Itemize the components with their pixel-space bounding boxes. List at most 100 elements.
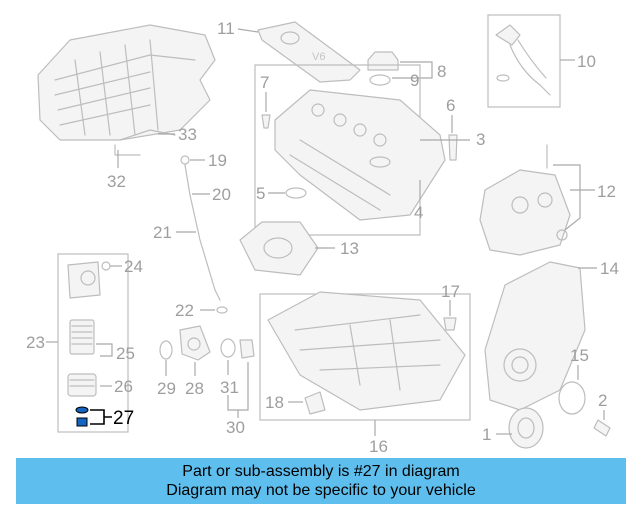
callout-label: 29: [157, 379, 176, 398]
callout-11[interactable]: 11: [217, 19, 235, 38]
crank-bolt-illustration: [593, 419, 611, 437]
callout-15[interactable]: 15: [570, 346, 589, 365]
crank-pulley-illustration: [508, 407, 544, 449]
oil-cooler-adapter-illustration: [179, 325, 211, 361]
oil-filler-cap-illustration: [367, 51, 399, 86]
callout-12[interactable]: 12: [597, 182, 616, 201]
drain-plug-illustration: [443, 317, 457, 331]
callout-label: 3: [476, 130, 485, 149]
info-banner: Part or sub-assembly is #27 in diagram D…: [16, 458, 626, 504]
filter-housing-illustration: [67, 261, 101, 299]
callout-label: 8: [437, 62, 446, 81]
callout-label: 18: [265, 393, 284, 412]
callout-label: 23: [26, 333, 45, 352]
callout-label: 31: [220, 378, 239, 397]
valve-cover-group-frame: [254, 64, 421, 236]
callout-label: 6: [446, 96, 455, 115]
callout-label: 25: [116, 344, 135, 363]
callout-label: 30: [226, 418, 245, 437]
filter-element-illustration: [69, 319, 95, 355]
callout-20[interactable]: 20: [212, 185, 231, 204]
banner-line-2: Diagram may not be specific to your vehi…: [166, 482, 476, 499]
callout-5[interactable]: 5: [256, 184, 265, 203]
callout-3[interactable]: 3: [476, 130, 485, 149]
callout-label: 32: [107, 172, 126, 191]
pcv-group-frame: [487, 14, 561, 108]
union-bolt-illustration: [239, 339, 255, 359]
svg-text:V6: V6: [312, 51, 325, 63]
lower-timing-cover-illustration: [484, 261, 586, 411]
seal-illustration: [285, 187, 307, 199]
callout-label: 17: [441, 282, 460, 301]
callout-label: 7: [260, 73, 269, 92]
callout-16[interactable]: 16: [369, 437, 388, 456]
callout-6[interactable]: 6: [446, 96, 455, 115]
callout-18[interactable]: 18: [265, 393, 284, 412]
upper-timing-cover-illustration: [479, 144, 571, 256]
callout-label: 9: [410, 71, 419, 90]
callout-30[interactable]: 30: [226, 418, 245, 437]
callout-label: 2: [598, 391, 607, 410]
rear-main-seal-cover-illustration: [239, 221, 319, 276]
callout-29[interactable]: 29: [157, 379, 176, 398]
callout-label: 11: [217, 19, 235, 38]
callout-31[interactable]: 31: [220, 378, 239, 397]
highlighted-part-27[interactable]: 27: [75, 406, 134, 429]
callout-25[interactable]: 25: [116, 344, 135, 363]
oil-level-sensor-illustration: [304, 391, 326, 415]
seal-ring-illustration: [220, 338, 236, 358]
callout-4[interactable]: 4: [414, 203, 423, 222]
callout-label: 1: [482, 425, 491, 444]
callout-13[interactable]: 13: [340, 239, 359, 258]
callout-label: 13: [340, 239, 359, 258]
callout-21[interactable]: 21: [153, 223, 172, 242]
callout-label: 14: [600, 259, 619, 278]
drain-screw-illustration: [76, 417, 88, 427]
callout-label: 20: [212, 185, 231, 204]
bolt-illustration: [261, 114, 271, 129]
callout-2[interactable]: 2: [598, 391, 607, 410]
dipstick-illustration: [180, 155, 228, 314]
callout-33[interactable]: 33: [178, 125, 197, 144]
callout-22[interactable]: 22: [175, 301, 194, 320]
callout-label: 12: [597, 182, 616, 201]
callout-28[interactable]: 28: [185, 379, 204, 398]
callout-label: 22: [175, 301, 194, 320]
breather-hose-illustration: [495, 24, 551, 96]
callout-23[interactable]: 23: [26, 333, 45, 352]
callout-19[interactable]: 19: [208, 151, 227, 170]
callout-label: 21: [153, 223, 172, 242]
callout-label: 26: [114, 377, 133, 396]
engine-cover-illustration: V6: [257, 21, 361, 83]
callout-10[interactable]: 10: [577, 52, 596, 71]
valve-cover-illustration: [274, 89, 446, 221]
callout-label: 19: [208, 151, 227, 170]
callout-label: 4: [414, 203, 423, 222]
callout-label: 33: [178, 125, 197, 144]
callout-8[interactable]: 8: [437, 62, 446, 81]
callout-27: 27: [113, 408, 134, 429]
callout-label: 5: [256, 184, 265, 203]
housing-seal-illustration: [101, 261, 111, 271]
callout-24[interactable]: 24: [124, 257, 143, 276]
oil-pan-illustration: [267, 291, 466, 411]
callout-1[interactable]: 1: [482, 425, 491, 444]
callout-label: 16: [369, 437, 388, 456]
filter-cap-illustration: [67, 373, 97, 397]
callout-label: 28: [185, 379, 204, 398]
oil-pan-group-frame: [259, 293, 471, 421]
gasket-illustration: [159, 340, 173, 360]
callout-32[interactable]: 32: [107, 172, 126, 191]
oil-filter-group-frame: [57, 253, 129, 433]
callout-14[interactable]: 14: [600, 259, 619, 278]
callout-7[interactable]: 7: [260, 73, 269, 92]
front-seal-illustration: [558, 381, 586, 415]
callout-label: 10: [577, 52, 596, 71]
callout-26[interactable]: 26: [114, 377, 133, 396]
callout-17[interactable]: 17: [441, 282, 460, 301]
stud-illustration: [448, 134, 458, 161]
callout-label: 15: [570, 346, 589, 365]
callout-9[interactable]: 9: [410, 71, 419, 90]
